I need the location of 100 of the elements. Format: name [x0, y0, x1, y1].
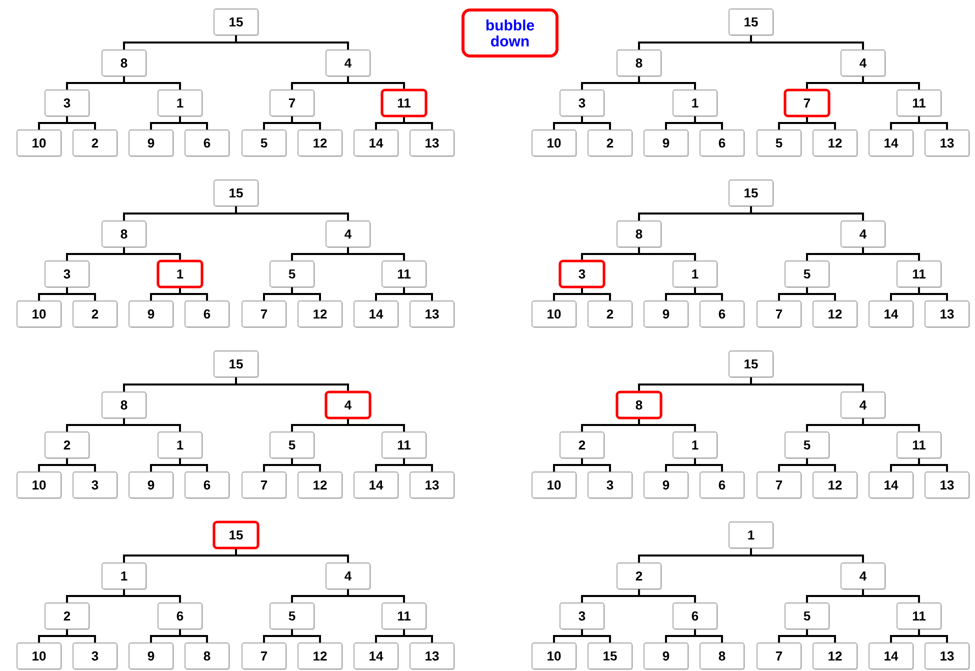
tree-connector — [66, 629, 96, 643]
tree-connector — [235, 206, 349, 221]
tree-node-box: 5 — [270, 260, 315, 288]
tree-connector — [66, 458, 96, 472]
tree-node-box: 4 — [840, 392, 886, 419]
tree-node-box: 9 — [644, 300, 689, 328]
tree-node-box: 9 — [644, 472, 689, 499]
tree-node-box: 8 — [102, 220, 147, 248]
tree-connector — [918, 629, 948, 643]
tree-node-box: 7 — [756, 642, 802, 670]
tree-node-box: 4 — [840, 50, 886, 77]
tree-connector — [291, 458, 321, 472]
tree-connector — [918, 458, 948, 472]
tree-node-box: 4 — [326, 562, 371, 590]
tree-node-box: 15 — [214, 180, 259, 207]
tree-node-box: 6 — [184, 130, 230, 157]
tree-node-box: 10 — [532, 642, 577, 670]
tree-node-box: 2 — [72, 130, 118, 157]
tree-node-box: 8 — [616, 50, 662, 77]
tree-node-box: 9 — [128, 642, 174, 670]
tree-node-box: 12 — [812, 642, 858, 670]
tree-node-box: 6 — [184, 472, 230, 499]
tree-node-box: 14 — [868, 300, 914, 328]
tree-node-box: 8 — [184, 642, 230, 670]
tree-connector — [918, 116, 948, 130]
tree-node-box: 6 — [700, 472, 745, 499]
tree-connector — [123, 247, 181, 260]
tree-connector — [638, 589, 696, 603]
tree-connector — [581, 116, 611, 130]
tree-connector — [347, 247, 405, 261]
tree-node-box: 14 — [868, 642, 914, 670]
tree-node-box: 1 — [672, 260, 718, 288]
tree-node-box: 5 — [270, 602, 315, 630]
tree-node-box: 2 — [616, 562, 662, 590]
tree-connector — [123, 76, 181, 90]
highlighted-node-box: 7 — [784, 88, 830, 118]
tree-node-box: 9 — [128, 472, 174, 499]
highlighted-node-box: 8 — [616, 390, 662, 420]
tree-connector — [806, 458, 836, 472]
tree-connector — [347, 419, 405, 432]
tree-connector — [862, 418, 920, 432]
tree-connector — [347, 589, 405, 603]
tree-node-box: 3 — [560, 602, 605, 630]
tree-node-box: 4 — [840, 562, 886, 590]
tree-node-box: 3 — [560, 90, 605, 117]
tree-node-box: 12 — [812, 300, 858, 328]
tree-node-box: 7 — [756, 472, 802, 499]
tree-connector — [862, 589, 920, 603]
tree-connector — [291, 629, 321, 643]
tree-node-box: 3 — [44, 260, 90, 288]
tree-node-box: 13 — [410, 130, 455, 157]
tree-node-box: 15 — [728, 8, 774, 36]
tree-node-box: 3 — [72, 472, 118, 499]
tree-connector — [347, 76, 405, 89]
tree-node-box: 2 — [588, 300, 633, 328]
tree-node-box: 5 — [756, 130, 802, 157]
tree-connector — [403, 117, 433, 130]
tree-node-box: 12 — [812, 130, 858, 157]
tree-node-box: 15 — [214, 8, 259, 36]
tree-node-box: 11 — [382, 602, 427, 630]
tree-node-box: 4 — [326, 220, 371, 248]
tree-node-box: 13 — [410, 300, 455, 328]
tree-node-box: 13 — [924, 300, 970, 328]
tree-node-box: 5 — [242, 130, 287, 157]
tree-node-box: 5 — [270, 432, 315, 459]
tree-node-box: 7 — [242, 300, 287, 328]
tree-connector — [179, 458, 208, 472]
tree-node-box: 10 — [532, 130, 577, 157]
tree-node-box: 15 — [728, 180, 774, 207]
tree-node-box: 11 — [896, 602, 942, 630]
tree-node-box: 12 — [298, 130, 343, 157]
tree-connector — [750, 377, 864, 392]
tree-connector — [638, 247, 696, 261]
tree-connector — [291, 287, 321, 301]
tree-node-box: 12 — [298, 300, 343, 328]
tree-node-box: 9 — [644, 130, 689, 157]
highlighted-node-box: 4 — [324, 390, 372, 420]
tree-node-box: 1 — [102, 562, 147, 590]
caption-box: bubble down — [462, 8, 558, 58]
tree-node-box: 11 — [382, 260, 427, 288]
tree-node-box: 6 — [700, 130, 745, 157]
tree-node-box: 7 — [242, 642, 287, 670]
tree-node-box: 2 — [72, 300, 118, 328]
tree-node-box: 13 — [410, 472, 455, 499]
tree-node-box: 13 — [924, 130, 970, 157]
tree-connector — [750, 548, 864, 563]
tree-node-box: 14 — [868, 472, 914, 499]
tree-node-box: 6 — [158, 602, 203, 630]
tree-node-box: 11 — [382, 432, 427, 459]
tree-connector — [179, 116, 208, 130]
tree-node-box: 1 — [158, 432, 203, 459]
tree-connector — [66, 116, 96, 130]
tree-node-box: 11 — [896, 432, 942, 459]
tree-node-box: 1 — [158, 90, 203, 117]
tree-connector — [750, 35, 864, 50]
tree-connector — [750, 206, 864, 221]
tree-node-box: 13 — [924, 472, 970, 499]
tree-node-box: 14 — [354, 130, 399, 157]
tree-connector — [179, 629, 208, 643]
tree-connector — [403, 287, 433, 301]
